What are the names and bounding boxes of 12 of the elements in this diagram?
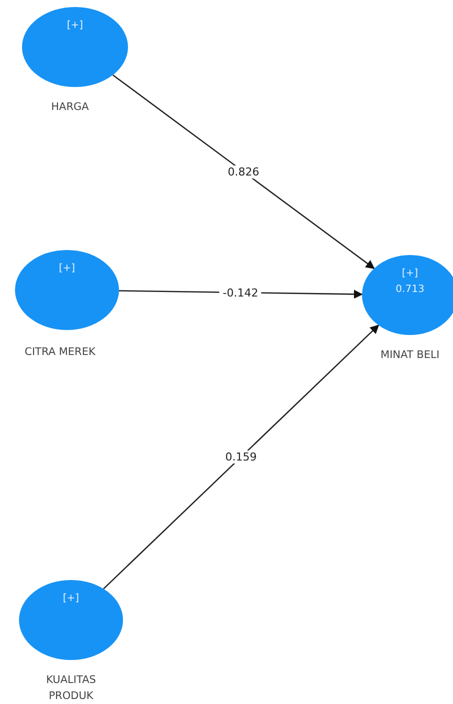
path-arrow [112,74,375,269]
construct-name: KUALITAS PRODUK [45,673,97,704]
path-coefficient: -0.142 [220,286,262,300]
construct-name: HARGA [50,100,90,115]
expand-marker: [+] [58,262,76,276]
expand-marker: [+] [62,592,80,606]
construct-name: CITRA MEREK [24,345,96,360]
expand-marker: [+] [402,267,418,281]
construct-name: MINAT BELI [380,348,440,363]
expand-marker: [+] [66,19,84,33]
path-arrow [103,324,380,590]
r-squared-value: 0.713 [396,283,424,297]
